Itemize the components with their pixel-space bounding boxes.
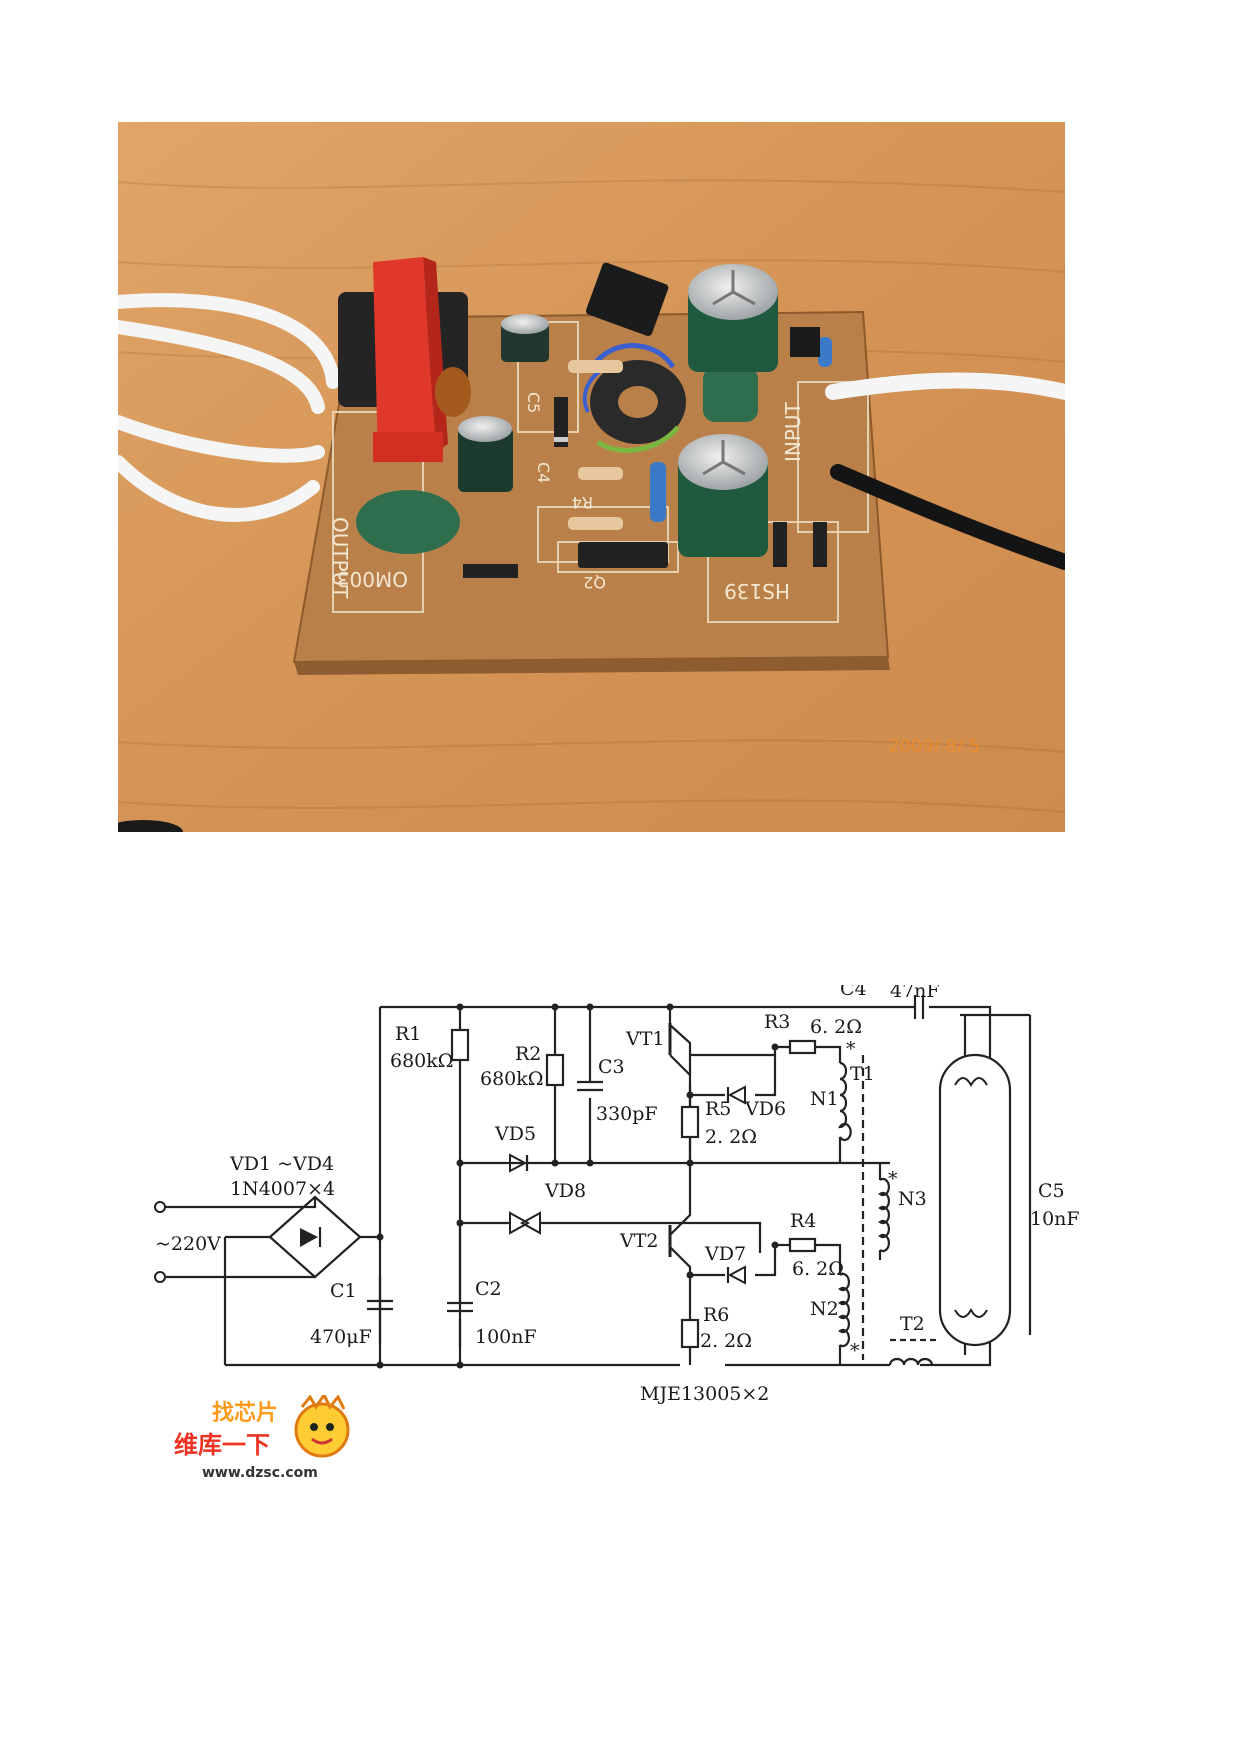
label-c1-value: 470μF [310, 1326, 372, 1348]
pcb-label-q2: Q2 [583, 573, 606, 592]
pcb-label-model-left: OM003 [337, 567, 408, 591]
label-c1: C1 [330, 1280, 357, 1302]
watermark-url: www.dzsc.com [202, 1465, 318, 1481]
r5-symbol [680, 1105, 700, 1139]
input-wires [825, 372, 1065, 570]
c3-symbol [577, 1080, 603, 1092]
label-r1: R1 [395, 1023, 421, 1045]
r3-symbol [788, 1039, 817, 1055]
t2-coil [888, 1338, 940, 1366]
pcb-label-input: INPUT [781, 401, 805, 462]
label-r1-value: 680kΩ [390, 1050, 454, 1072]
label-transistor-part: MJE13005×2 [640, 1383, 769, 1405]
label-t1: T1 [850, 1063, 875, 1085]
diodes-resistors [463, 327, 832, 578]
ballast-schematic: * * * VD1 ~VD4 1N4007×4 ~220V R1 680kΩ R… [154, 985, 1080, 1405]
label-c2-value: 100nF [475, 1326, 537, 1348]
label-c3-value: 330pF [596, 1103, 658, 1125]
label-c4-value: 47nF [890, 985, 940, 1002]
label-vd6: VD6 [744, 1098, 786, 1120]
dzsc-watermark: 找芯片 维库一下 www.dzsc.com [172, 1392, 382, 1490]
label-n3: N3 [898, 1188, 927, 1210]
label-vd8: VD8 [544, 1180, 586, 1202]
small-electrolytic-c5 [501, 314, 549, 362]
transistor-q1 [585, 262, 669, 337]
transistor-q2 [578, 542, 668, 568]
pcb-label-output: OUTPUT [328, 517, 352, 599]
label-c4: C4 [840, 985, 867, 1000]
c1-symbol [367, 1299, 393, 1311]
label-r3: R3 [764, 1011, 790, 1033]
label-vd5: VD5 [494, 1123, 536, 1145]
mascot-face [294, 1402, 350, 1458]
output-wires [118, 293, 340, 522]
label-n2: N2 [810, 1298, 839, 1320]
label-vd1-vd4-part: 1N4007×4 [230, 1178, 335, 1200]
label-t2: T2 [900, 1313, 925, 1335]
svg-text:*: * [850, 1340, 860, 1362]
label-r2-value: 680kΩ [480, 1068, 544, 1090]
label-r2: R2 [515, 1043, 541, 1065]
label-r6-value: 2. 2Ω [700, 1330, 752, 1352]
watermark-line1: 找芯片 [212, 1401, 278, 1426]
label-r3-value: 6. 2Ω [810, 1016, 862, 1038]
red-choke [338, 257, 471, 462]
vd5-symbol [509, 1153, 529, 1173]
r2-symbol [545, 1053, 565, 1087]
pcb-label-c4: C4 [534, 462, 553, 483]
r1-symbol [450, 1028, 470, 1062]
label-c5: C5 [1038, 1180, 1065, 1202]
small-electrolytic-output [458, 416, 513, 492]
n3-coil [878, 1177, 890, 1253]
n2-coil [838, 1272, 850, 1348]
label-r5-value: 2. 2Ω [705, 1126, 757, 1148]
label-vt1: VT1 [625, 1028, 664, 1050]
label-ac-input: ~220V [155, 1233, 221, 1255]
label-vd1-vd4: VD1 ~VD4 [229, 1153, 334, 1175]
big-electrolytic-bottom [678, 434, 768, 557]
pcb-label-c5: C5 [524, 392, 543, 413]
c4-symbol [913, 995, 925, 1019]
svg-text:*: * [888, 1168, 898, 1190]
label-c2: C2 [475, 1278, 502, 1300]
label-vt2: VT2 [619, 1230, 658, 1252]
big-electrolytic-top [688, 264, 778, 372]
label-vd7: VD7 [704, 1243, 746, 1265]
pcb-label-r4: R4 [572, 493, 593, 512]
label-r4: R4 [790, 1210, 816, 1232]
label-r5: R5 [705, 1098, 731, 1120]
photo-date-stamp: 2009/ 8/ 5 [888, 736, 980, 757]
ballast-board-photo: OUTPUT INPUT OM003 HS139 C5 C4 R4 Q2 [118, 122, 1065, 832]
label-r4-value: 6. 2Ω [792, 1258, 844, 1280]
svg-text:*: * [846, 1038, 856, 1060]
fluorescent-tube [938, 1053, 1012, 1347]
n1-coil [838, 1061, 852, 1142]
label-r6: R6 [703, 1304, 729, 1326]
r6-symbol [680, 1318, 700, 1349]
watermark-line2: 维库一下 [174, 1431, 270, 1459]
bridge-diode-symbol [300, 1227, 322, 1247]
vd6-symbol [726, 1085, 746, 1105]
green-film-cap-2 [703, 367, 758, 422]
label-c5-value: 10nF [1030, 1208, 1080, 1230]
label-c3: C3 [598, 1056, 625, 1078]
c2-symbol [447, 1301, 473, 1313]
green-film-cap [356, 490, 460, 554]
vd8-symbol [509, 1211, 541, 1235]
pcb-label-model-right: HS139 [724, 579, 790, 603]
label-n1: N1 [810, 1088, 839, 1110]
vd7-symbol [726, 1265, 746, 1285]
r4-symbol [788, 1237, 817, 1253]
